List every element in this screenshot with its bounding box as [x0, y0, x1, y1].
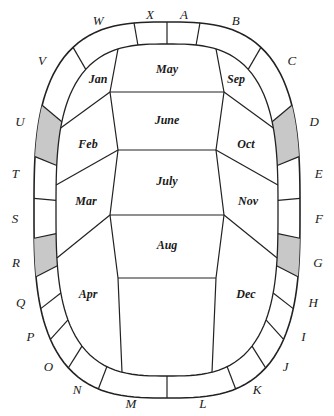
scute-month: Jan [89, 73, 108, 86]
marginal-letter: V [38, 54, 46, 68]
marginal-division [252, 346, 266, 368]
scute-month: Feb [78, 138, 97, 151]
marginal-division [134, 23, 138, 45]
marginal-letter: W [93, 14, 104, 28]
marginal-division [36, 266, 57, 277]
marginal-division [42, 105, 62, 122]
costal-division [224, 92, 273, 128]
marginal-band-edge [56, 44, 278, 376]
marginal-letter: K [253, 383, 262, 397]
marginal-letter: M [126, 397, 137, 411]
scute-month: Sep [227, 73, 245, 86]
vertebral-edge [110, 49, 122, 372]
marginal-division [277, 266, 298, 277]
marginal-division [166, 376, 167, 398]
marginal-letter: N [73, 383, 82, 397]
scute-month: Oct [237, 138, 254, 151]
marginal-letter: T [12, 166, 19, 180]
shaded-scute [34, 234, 57, 277]
scute-month: Aug [157, 239, 178, 252]
marginal-division [41, 293, 61, 309]
scute-month: Mar [75, 195, 96, 208]
marginal-letter: B [232, 14, 240, 28]
marginal-division [34, 198, 56, 200]
scute-month: Apr [79, 288, 98, 301]
shaded-scute [277, 234, 300, 277]
marginal-division [34, 234, 56, 239]
vertebral-division [118, 277, 216, 278]
marginal-division [277, 157, 299, 166]
marginal-division [273, 293, 293, 309]
marginal-letter: R [12, 256, 20, 270]
vertebral-edge [212, 49, 224, 372]
marginal-letter: L [199, 397, 206, 411]
vertebral-division [118, 149, 216, 150]
costal-division [57, 215, 110, 258]
scute-month: Nov [238, 195, 258, 208]
marginal-division [272, 105, 292, 122]
costal-division [61, 92, 110, 128]
scute-month: May [156, 63, 178, 76]
costal-division [224, 215, 277, 258]
costal-division [56, 150, 118, 185]
marginal-letter: F [315, 212, 323, 226]
marginal-division [248, 47, 261, 69]
marginal-division [50, 320, 68, 340]
marginal-letter: D [309, 114, 318, 128]
shell-outline [34, 22, 300, 398]
vertebral-division [110, 214, 224, 215]
marginal-division [196, 23, 200, 45]
marginal-letter: H [309, 296, 318, 310]
marginal-division [266, 320, 284, 340]
marginal-division [227, 367, 236, 389]
marginal-letter: C [288, 54, 297, 68]
marginal-division [35, 157, 57, 166]
marginal-division [278, 198, 300, 200]
marginal-letter: G [313, 256, 322, 270]
marginal-division [73, 47, 86, 69]
scute-month: July [156, 175, 177, 188]
marginal-division [68, 346, 82, 368]
marginal-division [166, 22, 167, 44]
marginal-letter: X [146, 8, 154, 22]
vertebral-division [110, 91, 224, 92]
scute-month: Dec [236, 288, 255, 301]
scute-month: June [155, 114, 180, 127]
marginal-division [278, 234, 300, 239]
marginal-division [98, 367, 107, 389]
marginal-letter: A [180, 8, 188, 22]
costal-division [216, 150, 278, 185]
marginal-letter: J [283, 360, 289, 374]
marginal-letter: I [301, 330, 305, 344]
marginal-letter: E [315, 166, 323, 180]
marginal-letter: Q [16, 296, 25, 310]
marginal-letter: O [44, 360, 53, 374]
marginal-letter: S [12, 212, 19, 226]
marginal-letter: U [15, 114, 24, 128]
marginal-letter: P [27, 330, 35, 344]
